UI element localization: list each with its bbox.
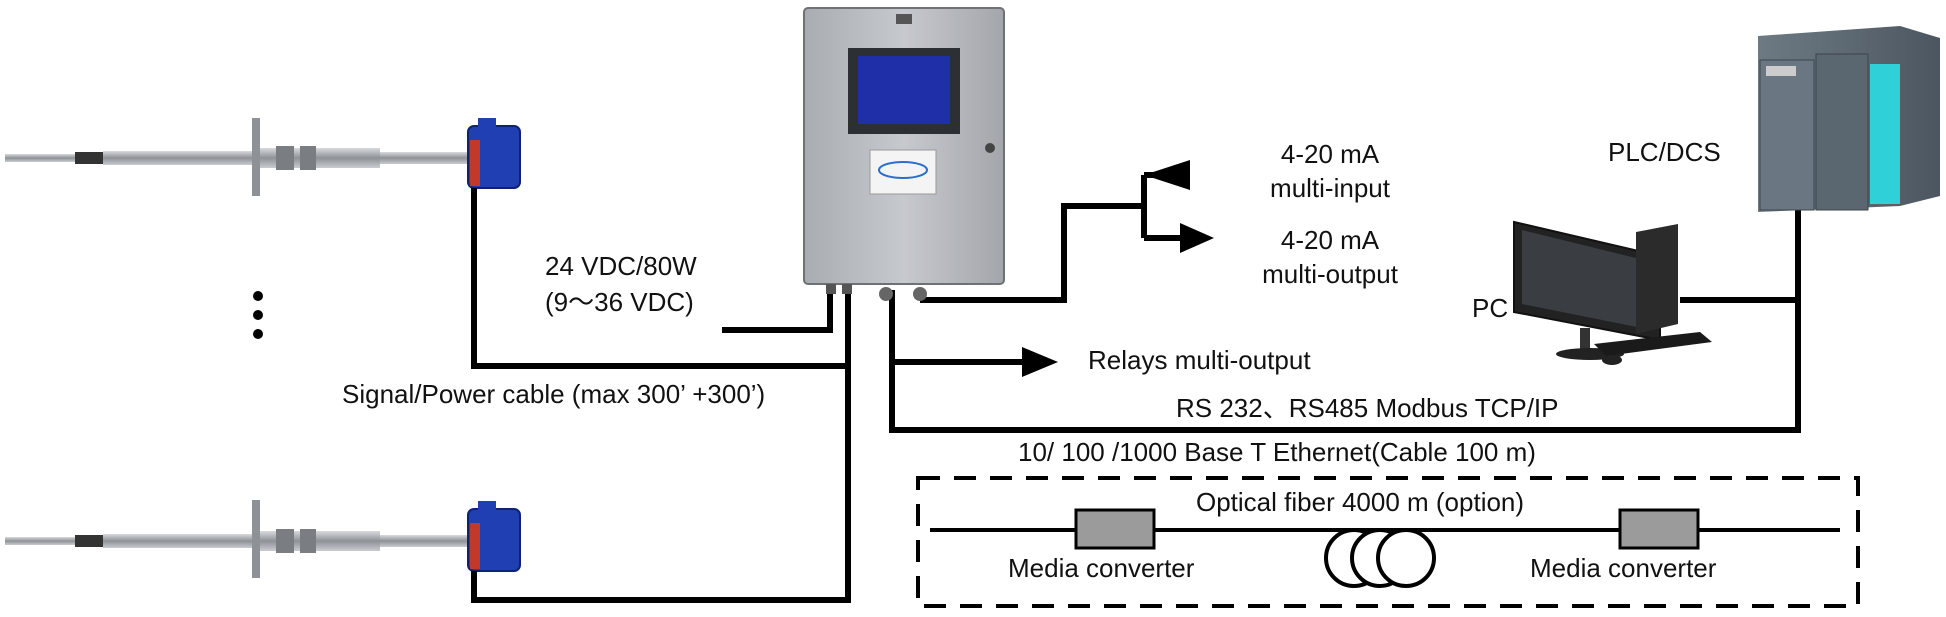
cabinet-screen [858,56,950,124]
probe-rod [5,537,85,545]
probe-flange [252,500,260,578]
input-label-line1: 4-20 mA [1280,139,1380,169]
media-converter-left [1074,508,1156,550]
probe-tube [103,151,253,165]
media-converter-left-label: Media converter [1008,553,1195,583]
pc-icon [1513,220,1712,365]
output-arrow-icon [1180,223,1214,253]
probe-2-cable [471,290,851,603]
signal-cable-label: Signal/Power cable (max 300’ +300’) [342,379,766,409]
power-label-line2: (9～36 VDC) [545,287,694,317]
cabinet-lock-icon [985,143,995,153]
probe-band [75,152,103,164]
plc-icon [1758,26,1940,212]
probe-flange [252,118,260,196]
power-label-line1: 24 VDC/80W [545,251,697,281]
relay-arrow-icon [1022,347,1058,377]
output-label-line2: multi-output [1262,259,1398,289]
fiber-label: Optical fiber 4000 m (option) [1196,487,1525,517]
probe-1-cable [471,188,848,369]
probe-tube [103,534,253,548]
probe-1 [5,118,521,196]
input-arrow-icon [1144,160,1190,190]
relays-label: Relays multi-output [1088,345,1311,375]
ethernet-label: 10/ 100 /1000 Base T Ethernet(Cable 100 … [1018,437,1536,467]
control-cabinet [803,7,1005,301]
output-label-line1: 4-20 mA [1280,225,1380,255]
fiber-option-box [916,476,1860,608]
bus-cable [889,300,1801,433]
fiber-coil-icon [1324,528,1436,588]
probe-2 [5,500,521,578]
input-label-line2: multi-input [1270,173,1390,203]
serial-label: RS 232、RS485 Modbus TCP/IP [1176,393,1559,423]
plc-label: PLC/DCS [1608,137,1721,167]
pc-label: PC [1472,293,1509,323]
more-probes-ellipsis [253,291,263,339]
power-cable [722,290,833,333]
plc-io-module [1870,64,1900,204]
probe-band [75,535,103,547]
media-converter-right-label: Media converter [1530,553,1717,583]
media-converter-right [1618,508,1700,550]
ma-io-cable [920,203,1144,303]
cables [471,172,1801,603]
probe-rod [5,154,85,162]
